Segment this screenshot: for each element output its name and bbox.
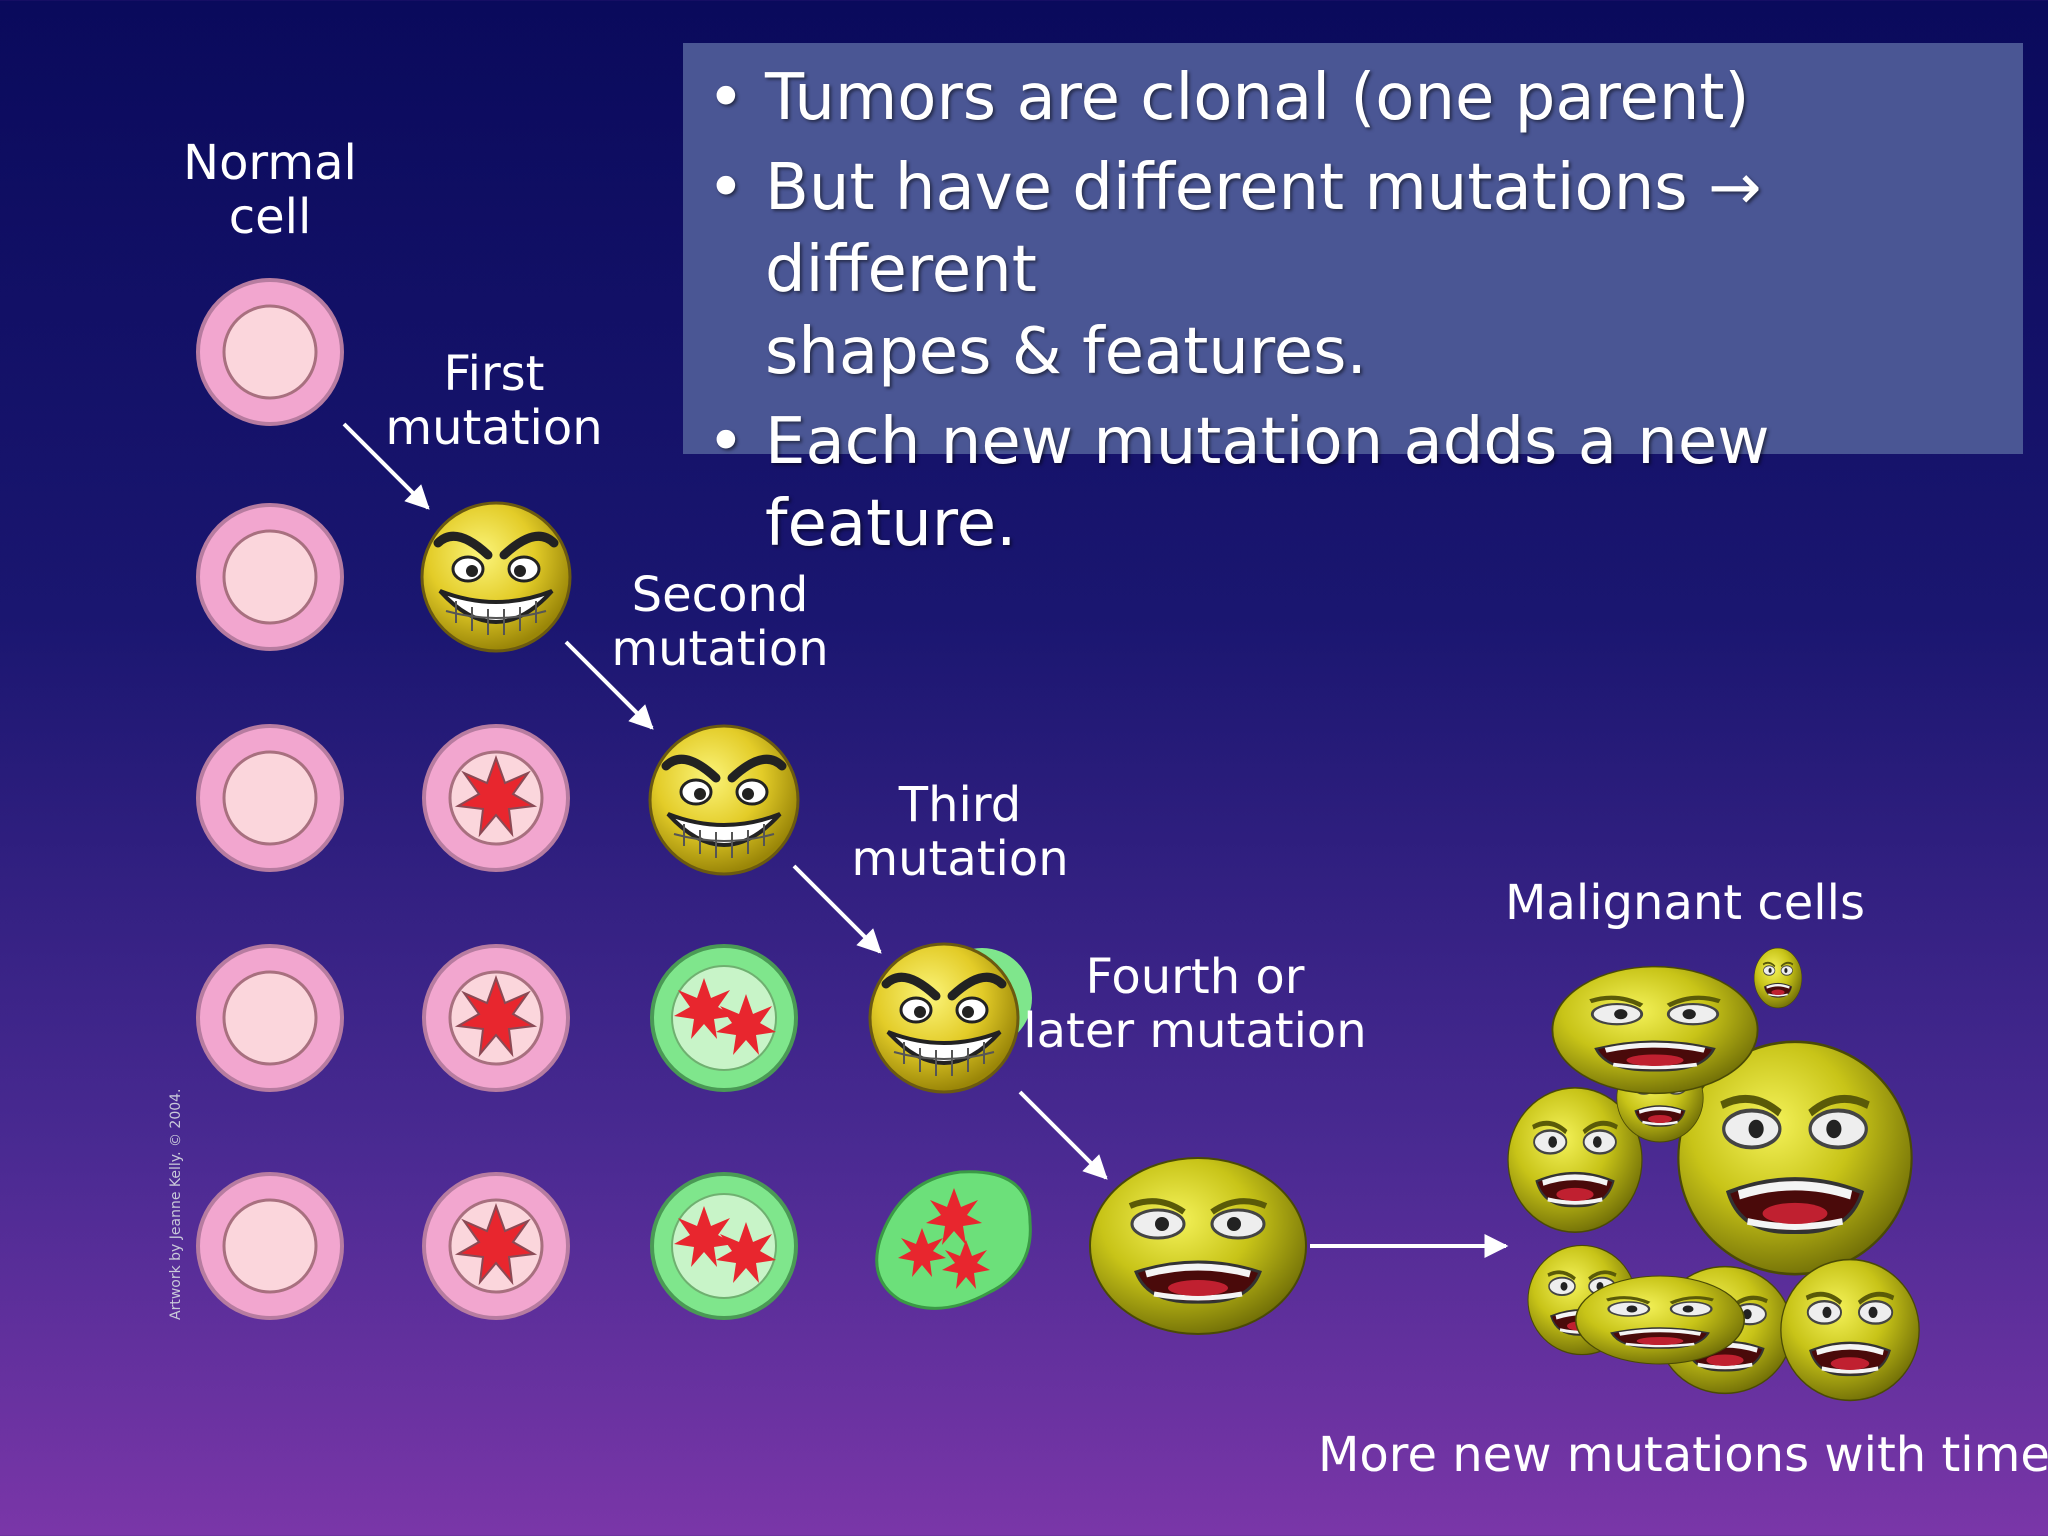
third-mutation-face: [870, 944, 1018, 1092]
label-line: later mutation: [1023, 1003, 1367, 1059]
arrow: [342, 422, 430, 510]
mutated-cell-one-star: [422, 1172, 570, 1320]
malignant-cells-label: Malignant cells: [1500, 876, 1870, 930]
first-mutation-face: [422, 503, 570, 651]
malignant-cells-cluster: [1508, 946, 1919, 1400]
label-line: More new mutations with time.: [1318, 1427, 2048, 1483]
fourth-mutation-face: [1090, 1158, 1306, 1334]
third-mutation-label: Third mutation: [850, 778, 1070, 886]
fourth-mutation-label: Fourth or later mutation: [1020, 950, 1370, 1058]
label-line: mutation: [385, 400, 603, 456]
normal-cell: [196, 503, 344, 651]
label-line: cell: [228, 189, 312, 245]
normal-cell: [196, 724, 344, 872]
bullet-text: Each new mutation adds a new feature.: [765, 405, 1770, 561]
label-line: Fourth or: [1085, 949, 1305, 1005]
mutated-cell-one-star: [422, 944, 570, 1092]
second-mutation-face: [650, 726, 798, 874]
bullet-dot: •: [707, 405, 745, 479]
label-line: First: [443, 346, 545, 402]
normal-cell: [196, 1172, 344, 1320]
normal-cell-label: Normal cell: [170, 136, 370, 244]
mutated-cell-two-star: [650, 944, 798, 1092]
bullet-dot: •: [707, 151, 745, 225]
arrow: [564, 640, 654, 730]
arrow: [1018, 1090, 1108, 1180]
mutated-cell-two-star: [650, 1172, 798, 1320]
bullet-item: • But have different mutations → differe…: [705, 147, 2003, 311]
label-line: mutation: [851, 831, 1069, 887]
second-mutation-label: Second mutation: [610, 568, 830, 676]
bullet-box: • Tumors are clonal (one parent) • But h…: [683, 43, 2023, 561]
bullet-item-continued: shapes & features.: [705, 311, 2003, 393]
label-line: Malignant cells: [1505, 875, 1865, 931]
normal-cell: [196, 278, 344, 426]
arrow: [792, 864, 882, 954]
bullet-text: shapes & features.: [765, 315, 1367, 389]
label-line: Second: [631, 567, 809, 623]
artwork-credit: Artwork by Jeanne Kelly. © 2004.: [168, 1088, 184, 1321]
label-line: mutation: [611, 621, 829, 677]
bullet-item: • Each new mutation adds a new feature.: [705, 401, 2003, 565]
normal-cell: [196, 944, 344, 1092]
bullet-item: • Tumors are clonal (one parent): [705, 57, 2003, 139]
bullet-text: Tumors are clonal (one parent): [765, 61, 1750, 135]
label-line: Normal: [183, 135, 357, 191]
mutated-cell-one-star: [422, 724, 570, 872]
first-mutation-label: First mutation: [384, 347, 604, 455]
label-line: Third: [898, 777, 1022, 833]
bullet-text: But have different mutations → different: [765, 151, 1762, 307]
bullet-dot: •: [707, 61, 745, 135]
more-mutations-label: More new mutations with time.: [1318, 1427, 2048, 1483]
irregular-green-cell: [875, 1170, 1032, 1310]
